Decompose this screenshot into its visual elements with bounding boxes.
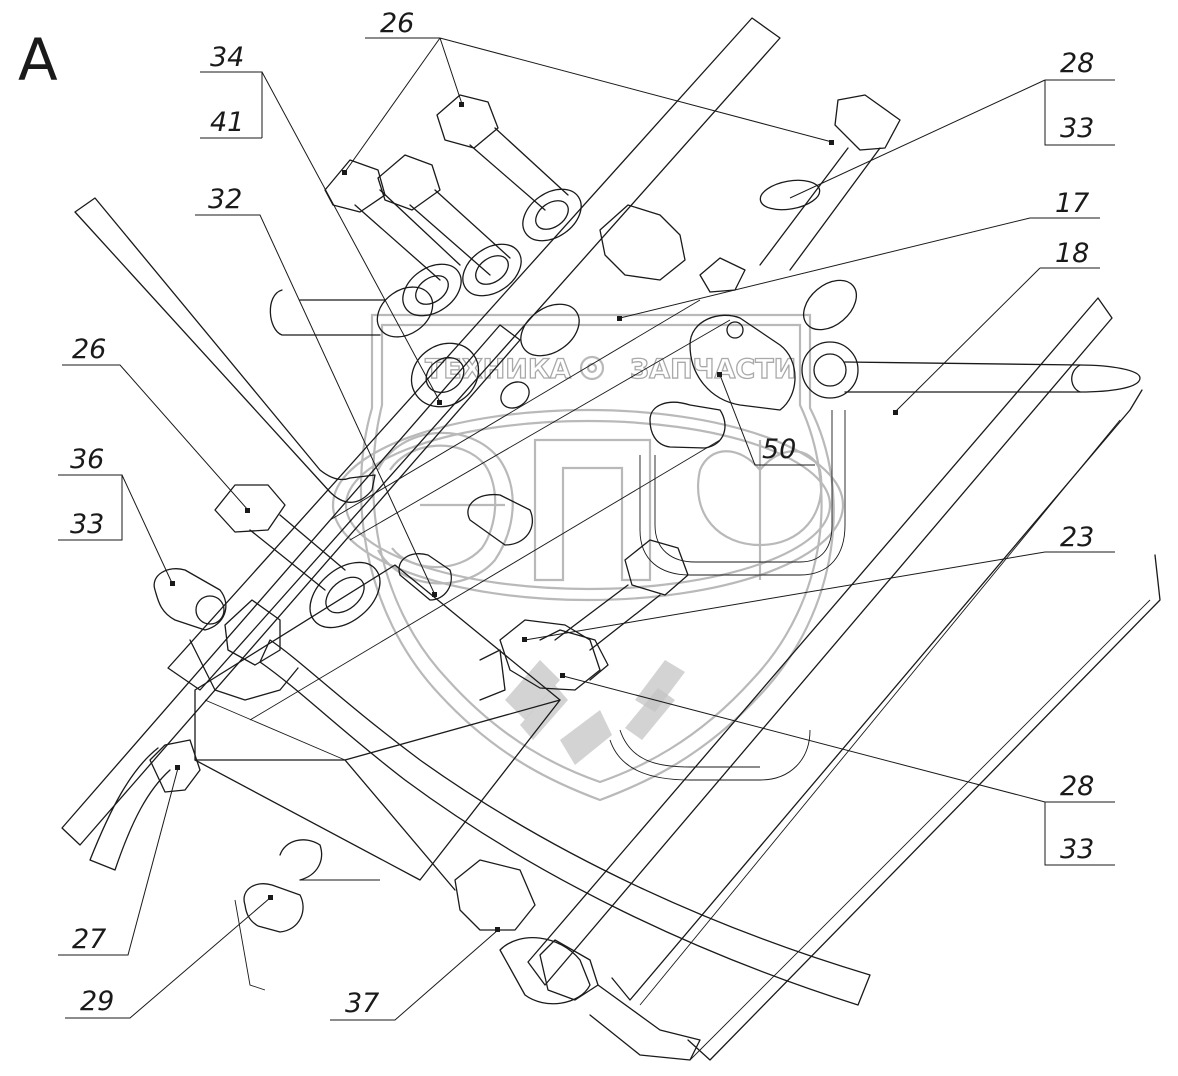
drawing-geometry [61, 17, 1161, 1061]
svg-text:28: 28 [1060, 48, 1094, 79]
callout-27: 27 [58, 765, 180, 956]
svg-text:17: 17 [1055, 188, 1089, 219]
callout-28-33-top: 28 33 [789, 48, 1115, 199]
gear-icon [579, 355, 605, 381]
svg-text:32: 32 [208, 184, 242, 215]
fitting-36 [153, 568, 227, 631]
frame-rail-right-2 [611, 389, 1143, 1001]
svg-text:34: 34 [210, 42, 244, 73]
svg-text:33: 33 [1060, 834, 1094, 865]
callout-layer: 26 34 41 28 33 32 17 [58, 8, 1115, 1021]
fitting-50 [649, 401, 726, 449]
callout-23: 23 [522, 522, 1115, 642]
watermark-tools-icon [505, 660, 685, 765]
svg-text:26: 26 [72, 334, 106, 365]
watermark-text-right: ЗАПЧАСТИ [630, 354, 796, 385]
bolt-left [214, 484, 286, 533]
callout-36-33: 36 33 [58, 444, 175, 586]
svg-text:37: 37 [345, 988, 379, 1019]
fitting-23 [499, 619, 601, 691]
callout-50: 50 [717, 372, 815, 466]
callout-26-top: 26 [342, 8, 834, 175]
bolt-group-top [324, 94, 901, 281]
callout-17: 17 [617, 188, 1100, 321]
svg-text:29: 29 [80, 986, 114, 1017]
svg-text:23: 23 [1060, 522, 1094, 553]
fitting-29 [243, 883, 304, 933]
frame-rail-lower-left [61, 324, 521, 846]
svg-text:27: 27 [72, 924, 106, 955]
hose-left [89, 747, 171, 871]
svg-text:18: 18 [1055, 238, 1089, 269]
svg-text:26: 26 [380, 8, 414, 39]
svg-text:33: 33 [1060, 113, 1094, 144]
valve-block [194, 564, 561, 881]
frame-rail-right-3 [687, 554, 1161, 1061]
ring-fittings [376, 179, 859, 409]
watermark-logo-ring [331, 408, 845, 602]
lever-arm [689, 314, 796, 411]
svg-text:41: 41 [210, 107, 244, 138]
pipe-upper-left [74, 197, 376, 503]
svg-text:33: 33 [70, 509, 104, 540]
pipe-right [844, 361, 1141, 393]
thin-pipe-1 [639, 455, 800, 576]
callout-29: 29 [65, 895, 273, 1019]
thin-pipe-2 [609, 729, 811, 781]
watermark-logo-letters [377, 431, 823, 585]
watermark-text-left: ТЕХНИКА [425, 354, 571, 385]
swivel-fitting-top [599, 204, 686, 281]
fitting-37 [454, 859, 536, 931]
callout-26-left: 26 [62, 334, 250, 513]
svg-text:50: 50 [762, 434, 796, 465]
watermark: ТЕХНИКА ЗАПЧАСТИ [331, 313, 845, 802]
frame-rail-upper [167, 17, 781, 691]
callout-32: 32 [195, 184, 437, 597]
watermark-banner: ТЕХНИКА ЗАПЧАСТИ [424, 353, 797, 385]
view-label: A [18, 26, 58, 94]
svg-text:28: 28 [1060, 771, 1094, 802]
callout-34-41: 34 41 [200, 42, 442, 405]
watermark-shield-inner [371, 323, 823, 784]
svg-text:36: 36 [70, 444, 104, 475]
pipe-loop-left [269, 289, 381, 336]
callout-18: 18 [893, 238, 1100, 415]
watermark-shield-outline [359, 313, 835, 802]
hose-bottom [259, 639, 871, 1006]
frame-rail-right-1 [527, 297, 1113, 986]
callout-28-33-lower: 28 33 [560, 673, 1115, 866]
callout-37: 37 [330, 927, 500, 1021]
